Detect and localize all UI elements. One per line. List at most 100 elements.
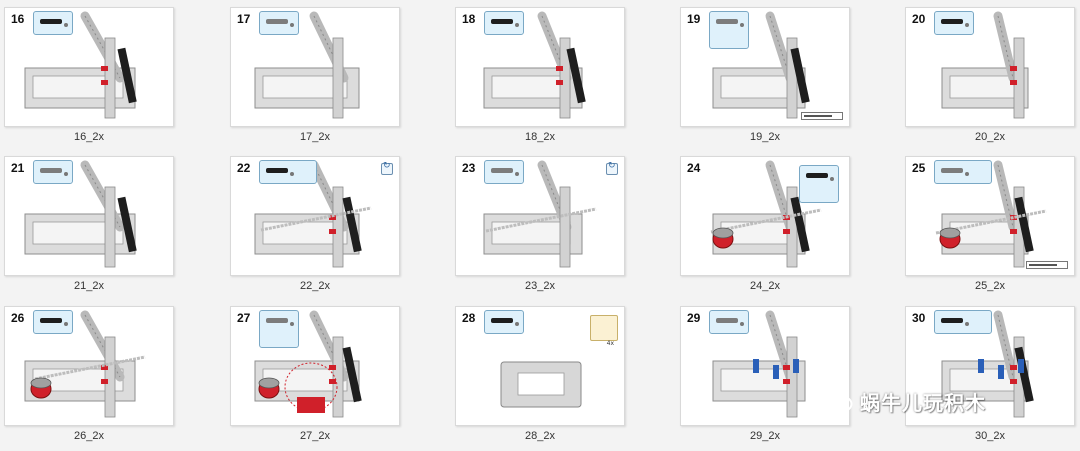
parts-callout (709, 310, 749, 334)
scale-bar-icon (801, 112, 843, 120)
rotate-icon (606, 161, 618, 175)
part-icon (491, 19, 519, 27)
thumbnail-image[interactable]: 18 (455, 7, 625, 127)
part-icon (40, 168, 68, 176)
step-number: 29 (687, 311, 701, 325)
step-number: 21 (11, 161, 25, 175)
thumbnail-image[interactable]: 17 (230, 7, 400, 127)
step-number: 26 (11, 311, 25, 325)
watermark: 蜗牛儿玩积木 (822, 386, 986, 416)
thumbnail-image[interactable]: 28 4x (455, 306, 625, 426)
thumbnail-image[interactable]: 25 (905, 156, 1075, 276)
instruction-illustration (254, 11, 360, 119)
instruction-illustration (483, 11, 586, 119)
thumbnail-image[interactable]: 19 (680, 7, 850, 127)
step-number: 27 (237, 311, 251, 325)
quantity-callout (590, 315, 618, 341)
thumbnail-image[interactable]: 27 (230, 306, 400, 426)
parts-callout (709, 11, 749, 49)
thumbnail-caption[interactable]: 22_2x (300, 280, 330, 292)
parts-callout (259, 160, 317, 184)
thumbnail-image[interactable]: 16 (4, 7, 174, 127)
part-icon (266, 168, 294, 176)
part-icon (266, 318, 294, 326)
instruction-illustration (941, 310, 1034, 418)
step-number: 19 (687, 12, 701, 26)
instruction-illustration (483, 160, 597, 268)
parts-callout (934, 310, 992, 334)
parts-callout (33, 11, 73, 35)
instruction-illustration (254, 310, 362, 418)
thumbnail-image[interactable]: 26 (4, 306, 174, 426)
thumbnail-caption[interactable]: 27_2x (300, 430, 330, 442)
thumbnail-caption[interactable]: 25_2x (975, 280, 1005, 292)
instruction-illustration (712, 310, 806, 418)
instruction-illustration (24, 11, 137, 119)
watermark-text: 蜗牛儿玩积木 (860, 390, 986, 415)
step-number: 18 (462, 12, 476, 26)
thumbnail-image[interactable]: 23 (455, 156, 625, 276)
part-icon (491, 318, 519, 326)
parts-callout (33, 160, 73, 184)
part-icon (716, 19, 744, 27)
step-number: 22 (237, 161, 251, 175)
thumbnail-caption[interactable]: 18_2x (525, 131, 555, 143)
step-number: 20 (912, 12, 926, 26)
part-icon (941, 19, 969, 27)
thumbnail-image[interactable]: 29 (680, 306, 850, 426)
part-icon (491, 168, 519, 176)
instruction-illustration (500, 361, 582, 408)
step-number: 23 (462, 161, 476, 175)
instruction-illustration (710, 160, 822, 268)
instruction-illustration (935, 160, 1047, 268)
parts-callout (484, 11, 524, 35)
thumbnail-caption[interactable]: 26_2x (74, 430, 104, 442)
parts-callout (934, 160, 992, 184)
parts-callout (934, 11, 974, 35)
thumbnail-caption[interactable]: 21_2x (74, 280, 104, 292)
step-number: 17 (237, 12, 251, 26)
thumbnail-caption[interactable]: 16_2x (74, 131, 104, 143)
parts-callout (484, 160, 524, 184)
thumbnail-caption[interactable]: 28_2x (525, 430, 555, 442)
parts-callout (259, 310, 299, 348)
parts-callout (484, 310, 524, 334)
instruction-illustration (24, 310, 146, 418)
thumbnail-caption[interactable]: 23_2x (525, 280, 555, 292)
rotate-icon (381, 161, 393, 175)
instruction-illustration (712, 11, 810, 119)
thumbnail-caption[interactable]: 20_2x (975, 131, 1005, 143)
part-icon (266, 19, 294, 27)
thumbnail-caption[interactable]: 29_2x (750, 430, 780, 442)
parts-callout (799, 165, 839, 203)
step-number: 16 (11, 12, 25, 26)
thumbnail-image[interactable]: 20 (905, 7, 1075, 127)
step-number: 24 (687, 161, 701, 175)
thumbnail-image[interactable]: 24 (680, 156, 850, 276)
part-icon (941, 168, 969, 176)
part-icon (40, 19, 68, 27)
thumbnail-image[interactable]: 30 (905, 306, 1075, 426)
parts-callout (33, 310, 73, 334)
thumbnail-image[interactable]: 22 (230, 156, 400, 276)
part-icon (40, 318, 68, 326)
thumbnail-image[interactable]: 21 (4, 156, 174, 276)
part-icon (806, 173, 834, 181)
instruction-illustration (254, 160, 372, 268)
instruction-illustration (941, 11, 1029, 119)
wechat-icon (823, 389, 853, 412)
instruction-illustration (24, 160, 137, 268)
thumbnail-caption[interactable]: 19_2x (750, 131, 780, 143)
thumbnail-caption[interactable]: 24_2x (750, 280, 780, 292)
scale-bar-icon (1026, 261, 1068, 269)
step-number: 30 (912, 311, 926, 325)
parts-callout (259, 11, 299, 35)
part-icon (941, 318, 969, 326)
thumbnail-caption[interactable]: 30_2x (975, 430, 1005, 442)
step-number: 25 (912, 161, 926, 175)
quantity-label: 4x (606, 340, 614, 347)
part-icon (716, 318, 744, 326)
thumbnail-caption[interactable]: 17_2x (300, 131, 330, 143)
step-number: 28 (462, 311, 476, 325)
